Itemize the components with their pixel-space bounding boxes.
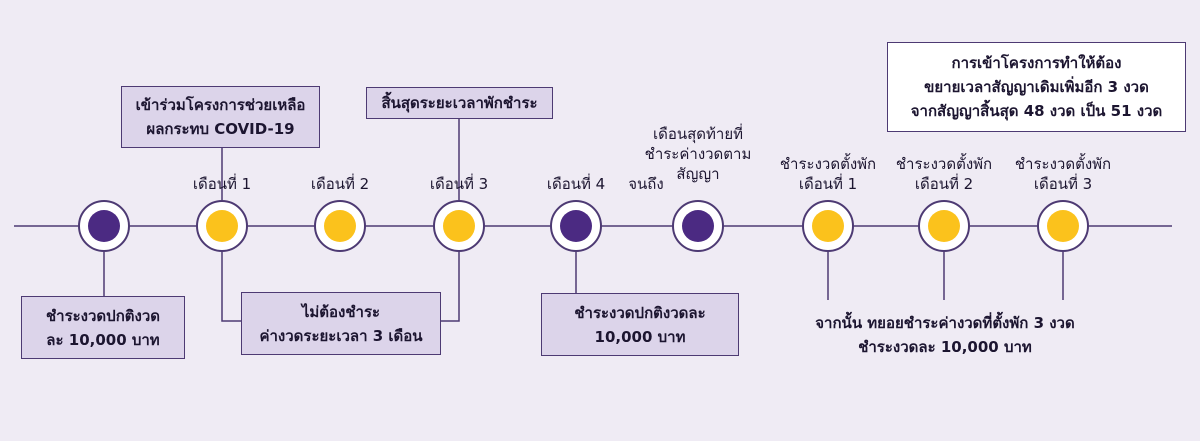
label-deferred1: ชำระงวดตั้งพัก เดือนที่ 1 — [766, 154, 890, 194]
box-extension-info: การเข้าโครงการทำให้ต้อง ขยายเวลาสัญญาเดิ… — [887, 42, 1186, 132]
box-normal-pay-second: ชำระงวดปกติงวดละ 10,000 บาท — [541, 293, 739, 356]
dot-yellow — [812, 210, 844, 242]
bottom-note-line2: ชำระงวดละ 10,000 บาท — [858, 338, 1032, 356]
dot-yellow — [206, 210, 238, 242]
label-last-month-line1: เดือนสุดท้ายที่ — [652, 125, 743, 143]
label-last-month: เดือนสุดท้ายที่ ชำระค่างวดตาม สัญญา — [636, 124, 760, 184]
box-grace-end-text: สิ้นสุดระยะเวลาพักชำระ — [381, 94, 538, 112]
box-no-pay-line1: ไม่ต้องชำระ — [301, 302, 381, 321]
dot-purple — [88, 210, 120, 242]
box-grace-end: สิ้นสุดระยะเวลาพักชำระ — [366, 87, 553, 119]
label-deferred3: ชำระงวดตั้งพัก เดือนที่ 3 — [1001, 154, 1125, 194]
box-extension-line1: การเข้าโครงการทำให้ต้อง — [951, 54, 1122, 72]
label-last-month-line3: สัญญา — [676, 165, 720, 183]
label-deferred2-line1: ชำระงวดตั้งพัก — [895, 155, 993, 173]
label-month1: เดือนที่ 1 — [192, 175, 252, 193]
label-month4: เดือนที่ 4 — [546, 175, 606, 193]
timeline-node-start — [78, 200, 130, 252]
box-normal-pay-first-line2: ละ 10,000 บาท — [46, 330, 160, 349]
label-deferred1-line2: เดือนที่ 1 — [798, 175, 858, 193]
label-last-month-line2: ชำระค่างวดตาม — [644, 145, 752, 163]
label-deferred2: ชำระงวดตั้งพัก เดือนที่ 2 — [882, 154, 1006, 194]
label-deferred3-line1: ชำระงวดตั้งพัก — [1014, 155, 1112, 173]
box-no-pay-line2: ค่างวดระยะเวลา 3 เดือน — [259, 326, 423, 345]
dot-yellow — [928, 210, 960, 242]
timeline-node-deferred1 — [802, 200, 854, 252]
connector-bracket-months — [221, 252, 241, 322]
label-deferred2-line2: เดือนที่ 2 — [914, 175, 974, 193]
box-join-program-line2: ผลกระทบ COVID-19 — [146, 120, 295, 138]
dot-purple — [560, 210, 592, 242]
dot-purple — [682, 210, 714, 242]
label-deferred1-line1: ชำระงวดตั้งพัก — [779, 155, 877, 173]
box-normal-pay-second-line1: ชำระงวดปกติงวดละ — [574, 303, 706, 322]
box-join-program: เข้าร่วมโครงการช่วยเหลือ ผลกระทบ COVID-1… — [121, 86, 320, 148]
label-until: จนถึง — [628, 175, 664, 193]
label-deferred3-line2: เดือนที่ 3 — [1033, 175, 1093, 193]
box-normal-pay-second-line2: 10,000 บาท — [594, 327, 686, 346]
dot-yellow — [324, 210, 356, 242]
timeline-node-deferred2 — [918, 200, 970, 252]
box-join-program-line1: เข้าร่วมโครงการช่วยเหลือ — [135, 96, 306, 114]
timeline-node-month3 — [433, 200, 485, 252]
timeline-node-deferred3 — [1037, 200, 1089, 252]
bottom-note-line1: จากนั้น ทยอยชำระค่างวดที่ตั้งพัก 3 งวด — [815, 314, 1075, 332]
dot-yellow — [1047, 210, 1079, 242]
timeline-node-last-month — [672, 200, 724, 252]
box-normal-pay-first-line1: ชำระงวดปกติงวด — [45, 306, 161, 325]
box-normal-pay-first: ชำระงวดปกติงวด ละ 10,000 บาท — [21, 296, 185, 359]
connector-bracket-months-right — [441, 252, 460, 322]
timeline-node-month4 — [550, 200, 602, 252]
box-extension-line3: จากสัญญาสิ้นสุด 48 งวด เป็น 51 งวด — [910, 102, 1163, 120]
label-month3: เดือนที่ 3 — [429, 175, 489, 193]
timeline-node-month1 — [196, 200, 248, 252]
dot-yellow — [443, 210, 475, 242]
bottom-note: จากนั้น ทยอยชำระค่างวดที่ตั้งพัก 3 งวด ช… — [780, 311, 1110, 359]
box-no-pay: ไม่ต้องชำระ ค่างวดระยะเวลา 3 เดือน — [241, 292, 441, 355]
label-month2: เดือนที่ 2 — [310, 175, 370, 193]
timeline-node-month2 — [314, 200, 366, 252]
box-extension-line2: ขยายเวลาสัญญาเดิมเพิ่มอีก 3 งวด — [924, 78, 1149, 96]
